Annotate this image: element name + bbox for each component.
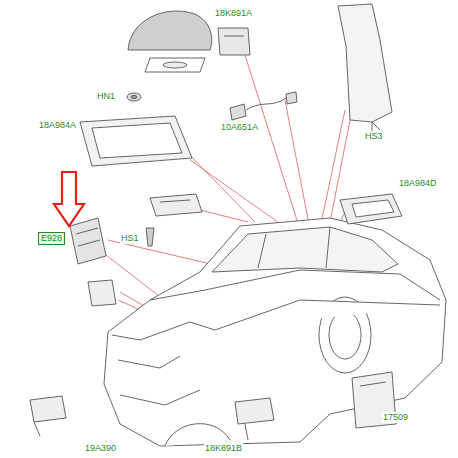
callout-number: 18K891A xyxy=(214,8,253,19)
vehicle-outline xyxy=(104,218,446,446)
callout-number: HN1 xyxy=(96,91,116,102)
callout-number: 10A651A xyxy=(220,122,259,133)
pointer-arrow xyxy=(54,172,84,226)
callout-number: 18A984D xyxy=(398,178,438,189)
callout-number: 19A390 xyxy=(84,443,117,454)
callout-number: 18A984A xyxy=(38,120,77,131)
components xyxy=(30,4,402,440)
antenna xyxy=(127,11,212,101)
callout-number: 18K891B xyxy=(204,443,243,454)
callout-number: E928 xyxy=(38,232,65,245)
callout-number: HS3 xyxy=(364,131,384,142)
callout-number: 17509 xyxy=(382,412,409,423)
callout-number: HS1 xyxy=(120,233,140,244)
